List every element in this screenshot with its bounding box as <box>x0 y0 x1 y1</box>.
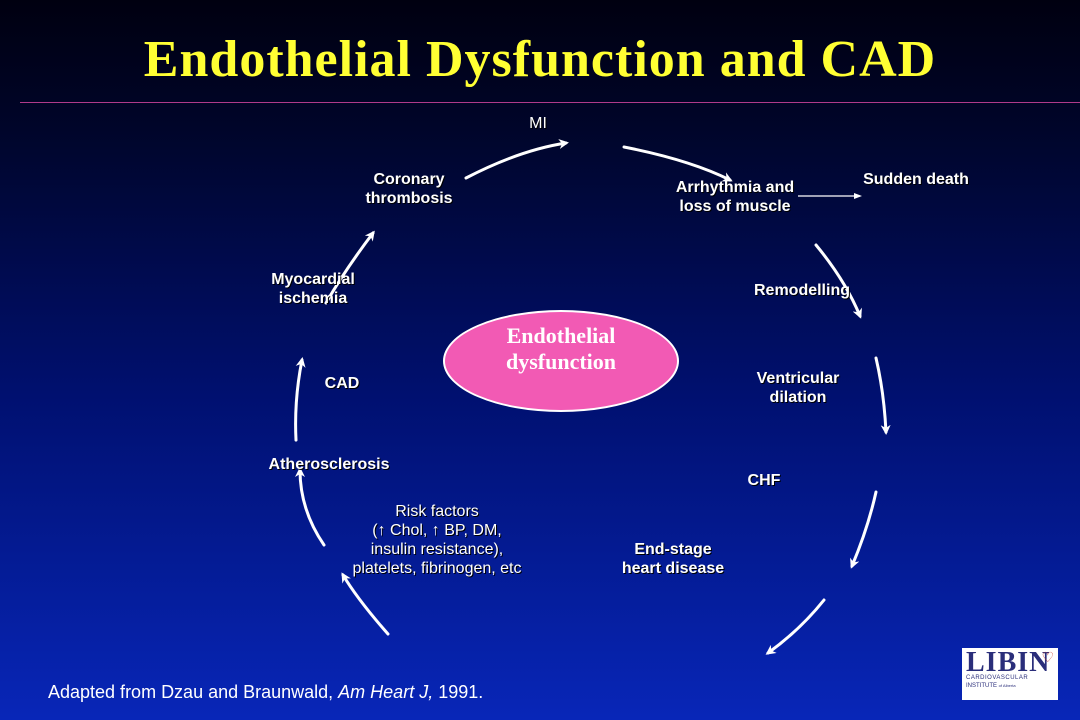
arrow-dilation-to-chf <box>850 490 878 569</box>
libin-institute-logo: LIBIN ♡ CARDIOVASCULAR INSTITUTE of Albe… <box>962 648 1058 700</box>
heart-icon: ♡ <box>1041 649 1054 665</box>
arrow-atherosclerosis-to-cad <box>294 357 306 442</box>
node-ventricular-dilation: Ventricular dilation <box>756 370 840 406</box>
endothelial-dysfunction-ellipse <box>443 310 679 412</box>
arrow-arrhythmia-to-remodelling <box>814 243 862 319</box>
node-sudden-death: Sudden death <box>863 171 969 188</box>
citation: Adapted from Dzau and Braunwald, Am Hear… <box>48 682 484 702</box>
arrow-endstage-to-riskfactors <box>341 572 390 636</box>
node-end-stage: End-stage heart disease <box>621 541 725 577</box>
node-mi: MI <box>529 115 547 132</box>
node-chf: CHF <box>747 472 781 489</box>
arrow-riskfactors-to-atherosclerosis <box>295 467 326 547</box>
title-divider <box>20 102 1080 103</box>
node-risk-factors: Risk factors (↑ Chol, ↑ BP, DM, insulin … <box>352 503 522 577</box>
node-coronary-thrombosis: Coronary thrombosis <box>365 171 453 207</box>
node-cad: CAD <box>324 375 360 392</box>
arrow-thrombosis-to-mi <box>464 139 569 180</box>
slide-title: Endothelial Dysfunction and CAD <box>143 31 937 88</box>
node-myocardial-ischemia: Myocardial ischemia <box>271 271 355 307</box>
node-remodelling: Remodelling <box>753 282 850 299</box>
node-atherosclerosis: Atherosclerosis <box>268 456 390 473</box>
node-arrhythmia: Arrhythmia and loss of muscle <box>675 179 795 215</box>
arrow-remodelling-to-dilation <box>874 356 891 435</box>
arrow-chf-to-endstage <box>765 598 826 655</box>
arrow-ischemia-to-thrombosis <box>324 230 375 305</box>
arrow-mi-to-arrhythmia <box>622 145 733 182</box>
endothelial-dysfunction-label: Endothelial dysfunction <box>505 323 617 374</box>
